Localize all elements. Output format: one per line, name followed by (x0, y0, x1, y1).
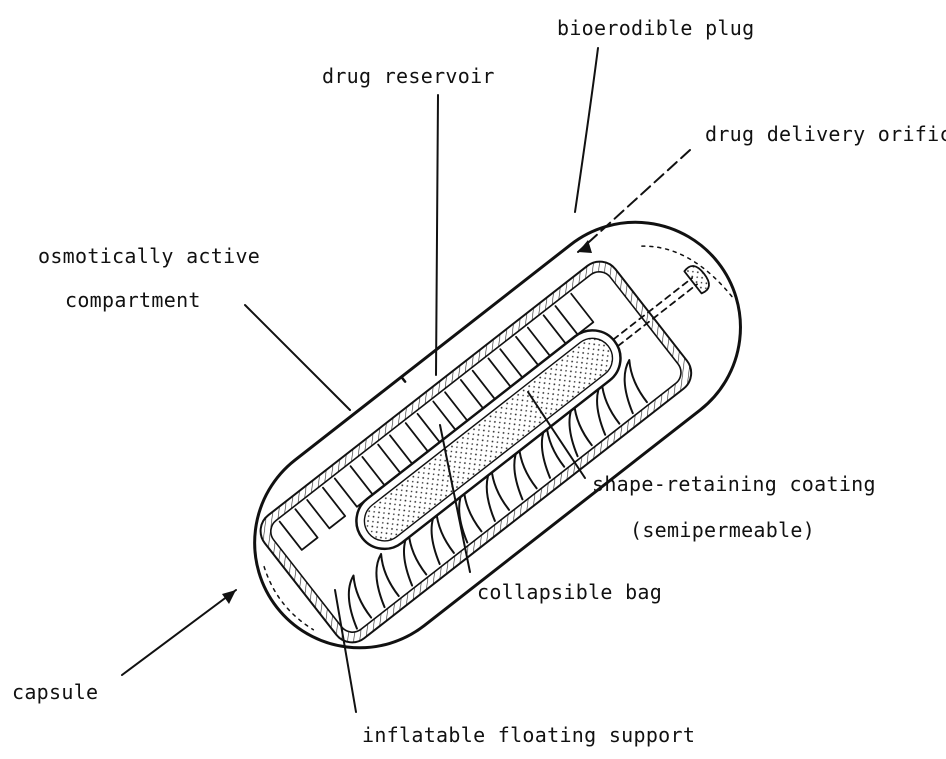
label-inflatable-floating-support: inflatable floating support (362, 725, 695, 745)
label-collapsible-bag: collapsible bag (477, 582, 662, 602)
leader-bioerodible-plug (575, 48, 598, 212)
label-compartment: compartment (65, 290, 201, 310)
leader-capsule (122, 590, 236, 675)
label-bioerodible-plug: bioerodible plug (557, 18, 754, 38)
label-semipermeable: (semipermeable) (630, 520, 815, 540)
leader-drug-reservoir (436, 95, 438, 375)
label-drug-delivery-orifice: drug delivery orifice (705, 124, 946, 144)
label-drug-reservoir: drug reservoir (322, 66, 495, 86)
arrowhead-capsule (222, 590, 236, 604)
label-capsule: capsule (12, 682, 98, 702)
label-osmotically-active: osmotically active (38, 246, 260, 266)
leader-osmotically-active (245, 305, 350, 410)
label-shape-retaining-coating: shape-retaining coating (592, 474, 876, 494)
